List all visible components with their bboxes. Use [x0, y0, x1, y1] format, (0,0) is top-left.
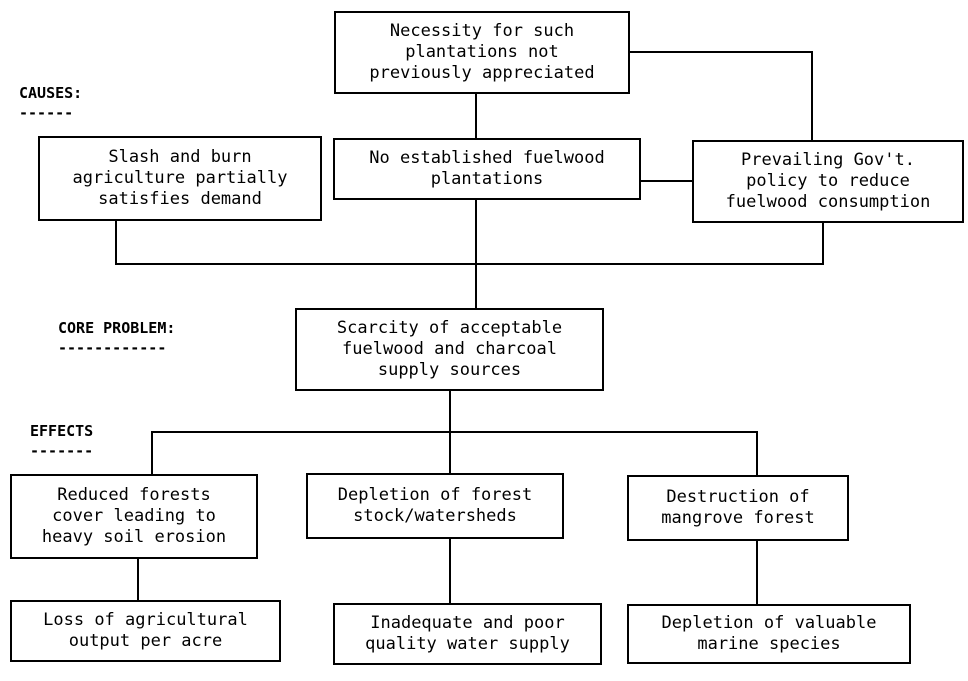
- box-core-problem: Scarcity of acceptable fuelwood and char…: [295, 308, 604, 391]
- core-problem-underline: ------------: [58, 339, 167, 357]
- box-no-plantations: No established fuelwood plantations: [333, 138, 641, 200]
- box-depletion-forest: Depletion of forest stock/watersheds: [306, 473, 564, 539]
- causes-underline: ------: [19, 104, 74, 122]
- box-gov-policy: Prevailing Gov't. policy to reduce fuelw…: [692, 140, 964, 223]
- connector-causes-merge: [115, 221, 824, 265]
- effects-label: EFFECTS: [30, 422, 94, 440]
- connector-necessity-to-policy: [630, 51, 813, 140]
- connector-effects-branch: [151, 431, 758, 475]
- core-problem-label: CORE PROBLEM:: [58, 319, 176, 337]
- box-slash-burn: Slash and burn agriculture partially sat…: [38, 136, 322, 221]
- box-destruction-mangrove: Destruction of mangrove forest: [627, 475, 849, 541]
- box-depletion-marine: Depletion of valuable marine species: [627, 604, 911, 664]
- effects-underline: -------: [30, 442, 94, 460]
- box-inadequate-water: Inadequate and poor quality water supply: [333, 603, 602, 665]
- box-necessity: Necessity for such plantations not previ…: [334, 11, 630, 94]
- box-reduced-forests: Reduced forests cover leading to heavy s…: [10, 474, 258, 559]
- box-loss-agri: Loss of agricultural output per acre: [10, 600, 281, 662]
- causes-label: CAUSES:: [19, 84, 83, 102]
